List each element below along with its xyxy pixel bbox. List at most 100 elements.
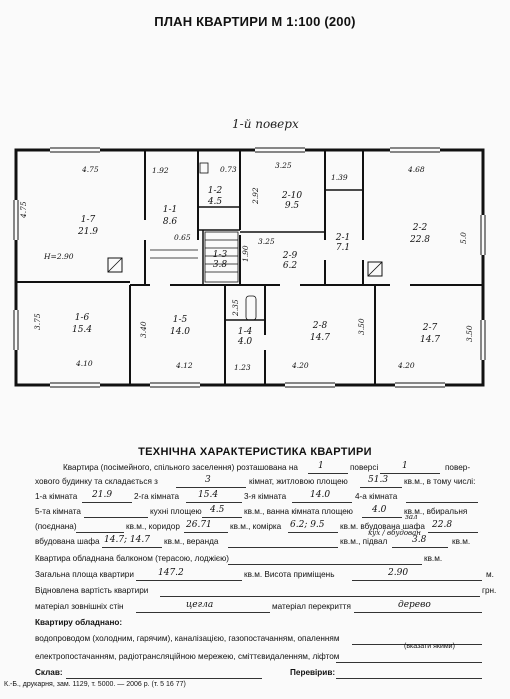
- form-text: 3-я кімната: [244, 492, 287, 501]
- form-value: 2.90: [388, 568, 409, 578]
- form-value: цегла: [186, 600, 214, 610]
- form-text: кв.м., ванна кімната площею: [244, 507, 353, 516]
- form-value: 22.8: [432, 520, 453, 530]
- form-text: грн.: [482, 586, 497, 595]
- form-value: 51.3: [368, 475, 389, 485]
- form-text: водопроводом (холодним, гарячим), каналі…: [35, 634, 340, 643]
- form-text: вбудована шафа: [35, 537, 100, 546]
- room-number: 1-3: [213, 250, 228, 260]
- dimension: 3.25: [258, 237, 275, 246]
- form-heading: Квартиру обладнано:: [35, 618, 123, 627]
- form-text: кв.м., в тому числі:: [404, 477, 476, 486]
- dimension: 3.75: [33, 313, 42, 330]
- room-area: 14.0: [170, 327, 190, 337]
- form-text: Склав:: [35, 668, 63, 677]
- room-area: 21.9: [77, 227, 98, 237]
- form-text: кв.м.: [452, 537, 471, 546]
- dimension: 5.0: [459, 232, 468, 244]
- room-area: 3.8: [213, 260, 228, 270]
- form-text: 4-а кімната: [355, 492, 398, 501]
- form-value: дерево: [398, 600, 431, 610]
- form-text: м.: [486, 570, 494, 579]
- form-value: 14.7; 14.7: [104, 535, 150, 545]
- dimension: 4.75: [81, 165, 99, 174]
- room-number: 2-1: [335, 233, 351, 243]
- room-area: 4.0: [237, 337, 253, 347]
- room-number: 2-10: [281, 191, 302, 201]
- dimension: 3.40: [139, 321, 148, 338]
- dimension: 1.90: [241, 245, 250, 262]
- form-value: 3: [205, 475, 211, 485]
- room-number: 2-9: [282, 251, 298, 261]
- form-value: 6.2; 9.5: [290, 520, 325, 530]
- room-number: 1-7: [81, 215, 96, 225]
- dimension: 1.39: [331, 173, 348, 182]
- form-value: 1: [318, 461, 324, 471]
- dimension: 4.68: [407, 165, 425, 174]
- dimension: 4.20: [291, 361, 309, 370]
- dimension: 2.35: [231, 299, 240, 317]
- room-area: 4.5: [207, 197, 223, 207]
- form-text: кв.м. вбудована шафа: [340, 522, 425, 531]
- page-title: ПЛАН КВАРТИРИ М 1:100 (200): [154, 14, 356, 29]
- room-number: 1-1: [163, 205, 178, 215]
- form-text: кв.м., коридор: [126, 522, 180, 531]
- dimension: 0.65: [174, 233, 191, 242]
- room-area: 14.7: [310, 333, 330, 343]
- room-number: 1-4: [238, 327, 253, 337]
- form-value: 1: [402, 461, 408, 471]
- room-number: 2-7: [422, 323, 438, 333]
- form-value: 4.5: [210, 505, 225, 515]
- dimension: 3.50: [465, 325, 474, 342]
- room-number: 1-6: [75, 313, 90, 323]
- footer: К.-Б., друкарня, зам. 1129, т. 5000. — 2…: [4, 681, 186, 688]
- dimension: H=2.90: [43, 252, 74, 261]
- form-value: 15.4: [198, 490, 219, 500]
- form-text: кв.м., підвал: [340, 537, 388, 546]
- room-area: 15.4: [72, 325, 92, 335]
- form-text: Квартира обладнана балконом (терасою, ло…: [35, 554, 229, 563]
- dimension: 4.20: [397, 361, 415, 370]
- room-area: 22.8: [409, 235, 430, 245]
- room-area: 9.5: [285, 201, 300, 211]
- room-number: 1-2: [208, 186, 223, 196]
- form-value: 3.8: [412, 535, 427, 545]
- dimension: 2.92: [251, 187, 260, 205]
- room-area: 7.1: [336, 243, 350, 253]
- form-text: 5-та кімната: [35, 507, 81, 516]
- dimension: 0.73: [220, 165, 237, 174]
- form-note: (вказати якими): [404, 643, 455, 650]
- form-note: зал: [405, 513, 418, 521]
- form-text: Квартира (посімейного, спільного заселен…: [63, 463, 298, 472]
- form-text: 1-а кімната: [35, 492, 78, 501]
- room-area: 6.2: [283, 261, 298, 271]
- form-text: матеріал зовнішніх стін: [35, 602, 124, 611]
- dimension: 1.92: [152, 166, 169, 175]
- form-text: кв.м., вбиральня: [404, 507, 468, 516]
- form-text: кв.м., комірка: [230, 522, 282, 531]
- form-text: Перевірив:: [290, 668, 336, 677]
- form-text: поверсі: [350, 463, 379, 472]
- form-text: 2-га кімната: [134, 492, 180, 501]
- form-value: 147.2: [158, 568, 184, 578]
- form-note: кух / вбудован: [368, 529, 421, 537]
- room-number: 1-5: [173, 315, 188, 325]
- dimension: 3.25: [275, 161, 292, 170]
- floor-label: 1-й поверх: [232, 117, 299, 131]
- form-text: повер-: [445, 463, 471, 472]
- form-value: 4.0: [372, 505, 387, 515]
- form-text: Відновлена вартість квартири: [35, 586, 149, 595]
- form-value: 26.71: [186, 520, 212, 530]
- form-text: кв.м., веранда: [164, 537, 219, 546]
- dimension: 1.23: [234, 363, 251, 372]
- form-text: кв.м. Висота приміщень: [244, 570, 335, 579]
- form-text: хового будинку та складається з: [35, 477, 158, 486]
- dimension: 4.10: [75, 359, 93, 368]
- form-text: кухні площею: [150, 507, 202, 516]
- room-area: 8.6: [163, 217, 178, 227]
- floor-plan: 1-7 21.9 1-1 8.6 1-2 4.5 1-3 3.8 2-10 9.…: [13, 147, 486, 388]
- form-text: Загальна площа квартири: [35, 570, 134, 579]
- dimension: 4.12: [175, 361, 193, 370]
- form-text: кімнат, житловою площею: [249, 477, 348, 486]
- room-number: 2-2: [412, 223, 428, 233]
